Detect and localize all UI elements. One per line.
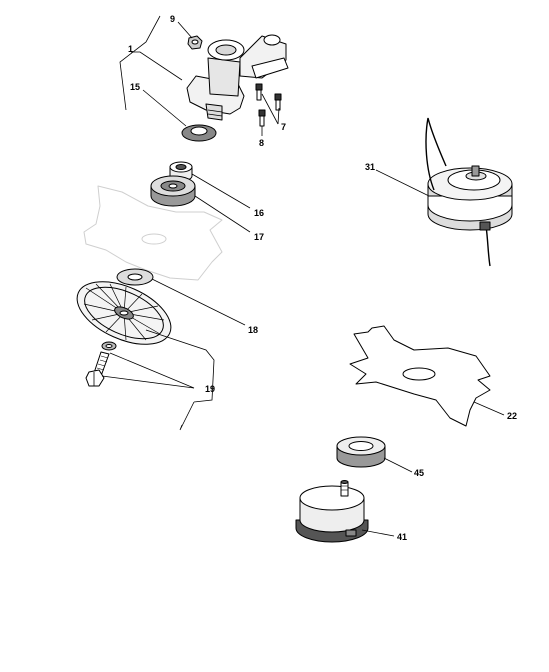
bolt-part (85, 341, 117, 387)
trimmer-head-part (425, 117, 513, 267)
callout-15: 15 (130, 82, 140, 92)
flange-ring-part (336, 436, 386, 468)
gear-head-part (186, 34, 289, 121)
blade-part (349, 325, 491, 427)
nut-part (187, 35, 203, 50)
callout-45: 45 (414, 468, 424, 478)
blade-part-faint (83, 185, 223, 281)
callout-16: 16 (254, 208, 264, 218)
seal-ring-part (181, 124, 217, 142)
leader-lines (101, 15, 505, 537)
callout-18: 18 (248, 325, 258, 335)
trimmer-head-2-part (295, 480, 369, 543)
callout-19: 19 (205, 384, 215, 394)
callout-31: 31 (365, 162, 375, 172)
guard-plate-part (76, 268, 172, 345)
flange-part (150, 175, 196, 207)
callout-7: 7 (281, 122, 286, 132)
callout-8: 8 (259, 138, 264, 148)
callout-41: 41 (397, 532, 407, 542)
screws-part (255, 83, 282, 127)
callout-17: 17 (254, 232, 264, 242)
callout-22: 22 (507, 411, 517, 421)
callout-1: 1 (128, 44, 133, 54)
callout-labels: 1 9 15 7 8 16 17 18 19 31 22 45 41 (128, 14, 517, 542)
callout-9: 9 (170, 14, 175, 24)
